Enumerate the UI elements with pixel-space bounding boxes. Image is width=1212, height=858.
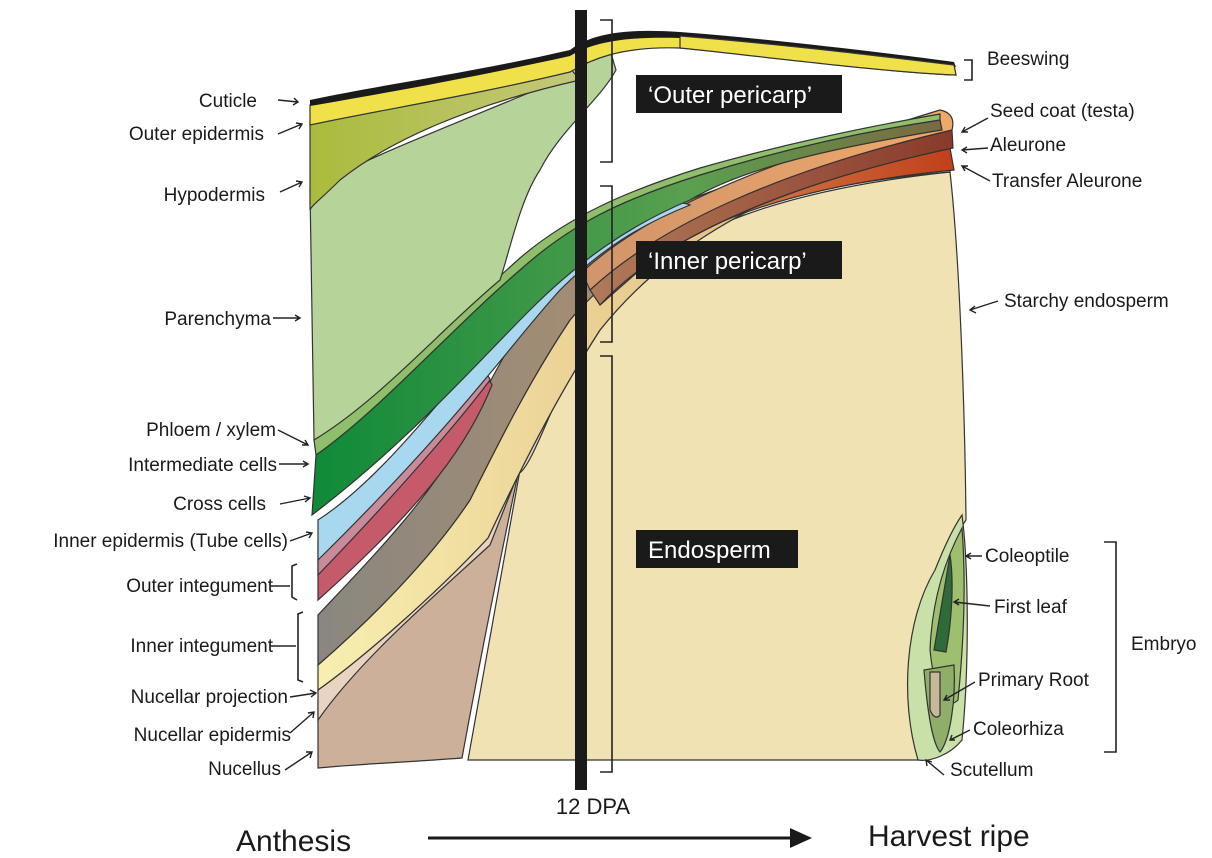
parenchyma-arrow: [273, 314, 302, 322]
first-leaf-label: First leaf: [994, 597, 1068, 618]
coleoptile-arrow: [964, 552, 982, 560]
coleorhiza-arrow: [948, 729, 971, 741]
cross-cells-arrow: [279, 495, 312, 505]
anthesis-label: Anthesis: [236, 825, 351, 858]
harvest-ripe-label: Harvest ripe: [868, 820, 1030, 853]
outer-pericarp-box: [636, 75, 842, 113]
primary-root-arrow: [942, 681, 976, 701]
outer-pericarp-bracket: [600, 19, 613, 163]
parenchyma-label: Parenchyma: [164, 309, 271, 330]
inner-epidermis-arrow: [289, 531, 314, 542]
scutellum-arrow: [925, 758, 945, 776]
embryo-bracket: [1104, 541, 1117, 753]
outer-integument-bracket: [291, 563, 298, 601]
beeswing-region: [679, 35, 957, 76]
parenchyma-region: [309, 49, 617, 442]
intermediate-cells-label: Intermediate cells: [128, 455, 277, 476]
transfer-aleurone-label: Transfer Aleurone: [992, 171, 1142, 192]
hypodermis-label: Hypodermis: [164, 185, 265, 206]
nucellar-epidermis-arrow: [289, 711, 315, 734]
phloem-xylem-region: [313, 113, 941, 457]
beeswing-bracket: [964, 59, 973, 81]
nucellus-label: Nucellus: [208, 759, 281, 780]
outer-integument-label: Outer integument: [126, 576, 274, 597]
inner-pericarp-box: [636, 241, 842, 279]
nucellar-projection-label: Nucellar projection: [131, 687, 288, 708]
primary-root-label: Primary Root: [978, 670, 1090, 691]
first-leaf-arrow: [952, 598, 991, 607]
outer-epidermis-label: Outer epidermis: [129, 124, 264, 145]
inner-integument-label: Inner integument: [130, 636, 273, 657]
beeswing-label: Beeswing: [987, 49, 1069, 70]
timeline-arrowhead: [790, 828, 812, 848]
embryo-label: Embryo: [1131, 634, 1196, 655]
phloem-xylem-label: Phloem / xylem: [146, 420, 276, 441]
outer-pericarp-label: ‘Outer pericarp’: [648, 82, 812, 109]
coleorhiza-label: Coleorhiza: [973, 719, 1064, 740]
dpa-label: 12 DPA: [556, 794, 631, 819]
nucellar-projection-arrow: [289, 689, 318, 698]
starchy-endosperm-label: Starchy endosperm: [1004, 291, 1169, 312]
embryo-primary-root: [929, 671, 941, 718]
hypodermis-arrow: [279, 180, 304, 193]
dpa-divider-bar: [575, 10, 587, 790]
inner-integument-bracket: [297, 611, 304, 683]
inner-pericarp-bracket: [600, 185, 613, 343]
intermediate-cells-arrow: [279, 460, 310, 468]
inner-epidermis-label: Inner epidermis (Tube cells): [53, 531, 288, 552]
seed-coat-label: Seed coat (testa): [990, 101, 1135, 122]
seed-coat-arrow: [960, 117, 989, 133]
scutellum-label: Scutellum: [950, 760, 1033, 781]
phloem-xylem-arrow: [277, 429, 310, 446]
coleoptile-label: Coleoptile: [985, 546, 1070, 567]
starchy-endosperm-arrow: [968, 300, 999, 314]
transfer-aleurone-arrow: [960, 165, 991, 182]
nucellus-arrow: [284, 751, 313, 771]
embryo-first-leaf: [933, 554, 953, 653]
nucellar-epidermis-label: Nucellar epidermis: [134, 725, 291, 746]
aleurone-label: Aleurone: [990, 135, 1066, 156]
endosperm-bracket: [600, 355, 613, 773]
endosperm-box: [636, 530, 798, 568]
cuticle-arrow: [277, 97, 300, 106]
aleurone-arrow: [960, 146, 989, 154]
endosperm-label: Endosperm: [648, 537, 771, 564]
outer-epidermis-arrow: [277, 122, 304, 135]
cuticle-label: Cuticle: [199, 91, 257, 112]
inner-pericarp-label: ‘Inner pericarp’: [648, 248, 807, 275]
cross-cells-label: Cross cells: [173, 494, 266, 515]
